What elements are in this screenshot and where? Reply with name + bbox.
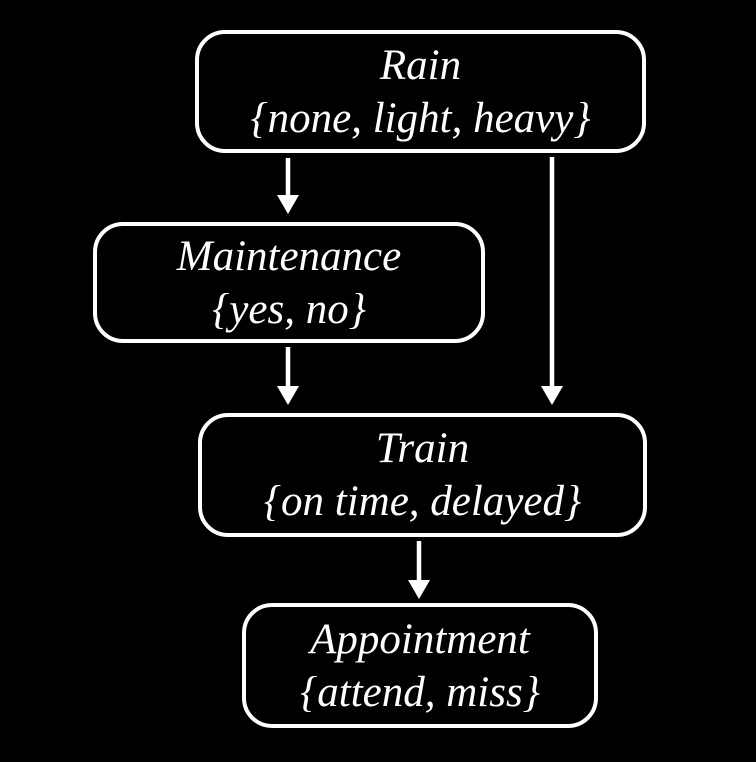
node-rain: Rain {none, light, heavy} [195, 30, 646, 153]
node-rain-values: {none, light, heavy} [250, 94, 591, 142]
node-train: Train {on time, delayed} [198, 413, 647, 537]
node-maintenance: Maintenance {yes, no} [93, 222, 485, 343]
node-appointment-values: {attend, miss} [300, 668, 540, 716]
edge-rain-to-maintenance [277, 158, 299, 214]
node-appointment: Appointment {attend, miss} [242, 603, 598, 728]
node-maintenance-label: Maintenance [176, 232, 402, 280]
node-appointment-label: Appointment [310, 615, 530, 663]
node-train-label: Train [375, 425, 470, 472]
node-rain-label: Rain [379, 41, 462, 89]
edge-rain-to-train [541, 157, 563, 405]
edge-train-to-appointment [408, 541, 430, 599]
edge-maintenance-to-train [277, 347, 299, 405]
node-maintenance-values: {yes, no} [212, 285, 366, 333]
node-train-values: {on time, delayed} [263, 478, 582, 525]
